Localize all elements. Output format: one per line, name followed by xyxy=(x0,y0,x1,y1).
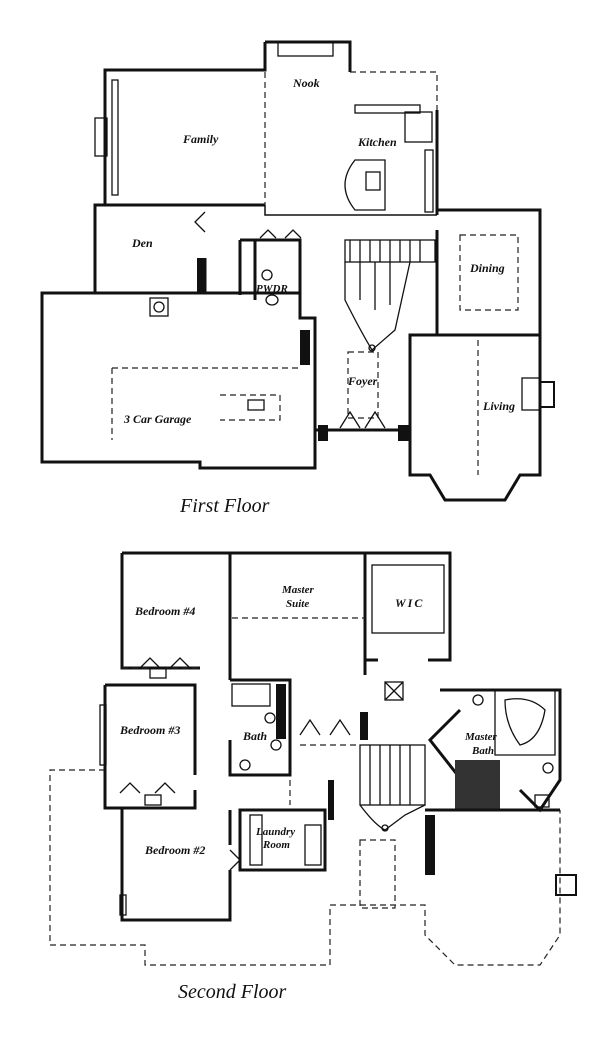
first-floor-plan xyxy=(40,40,555,502)
room-label-laundry-2: Room xyxy=(262,839,290,851)
room-label-den: Den xyxy=(131,236,153,250)
room-label-bath: Bath xyxy=(242,729,267,743)
room-label-master-bath-2: Bath xyxy=(471,745,494,757)
room-label-nook: Nook xyxy=(292,76,320,90)
cooktop xyxy=(365,171,381,191)
room-label-bedroom-4: Bedroom #4 xyxy=(134,604,195,618)
room-label-laundry-1: Laundry xyxy=(255,826,295,838)
bathtub xyxy=(231,683,271,707)
family-walls xyxy=(103,42,267,207)
second-floor-stairs xyxy=(359,744,426,832)
room-label-master-suite-1: Master xyxy=(281,584,315,596)
family-fireplace xyxy=(94,117,108,157)
nook-window xyxy=(277,41,334,57)
room-label-wic: WIC xyxy=(395,596,424,610)
room-label-family: Family xyxy=(182,132,219,146)
room-label-bedroom-2: Bedroom #2 xyxy=(144,843,205,857)
room-label-garage: 3 Car Garage xyxy=(123,412,192,426)
room-label-master-suite-2: Suite xyxy=(286,598,309,610)
kitchen-island xyxy=(344,159,386,211)
kitchen-sink xyxy=(404,111,433,143)
room-label-living: Living xyxy=(482,399,515,413)
garage-walls xyxy=(40,291,317,470)
second-floor-title: Second Floor xyxy=(178,981,287,1003)
shower xyxy=(455,760,500,810)
room-label-master-bath-1: Master xyxy=(464,731,498,743)
room-label-kitchen: Kitchen xyxy=(357,135,397,149)
room-label-dining: Dining xyxy=(469,261,505,275)
room-label-bedroom-3: Bedroom #3 xyxy=(119,723,180,737)
room-label-foyer: Foyer xyxy=(347,374,378,388)
second-floor-plan xyxy=(49,551,577,966)
first-floor-stairs xyxy=(344,239,436,352)
living-fireplace xyxy=(521,377,541,411)
first-floor-title: First Floor xyxy=(179,495,270,517)
room-label-pwdr: PWDR xyxy=(256,283,288,295)
family-window xyxy=(111,79,119,196)
